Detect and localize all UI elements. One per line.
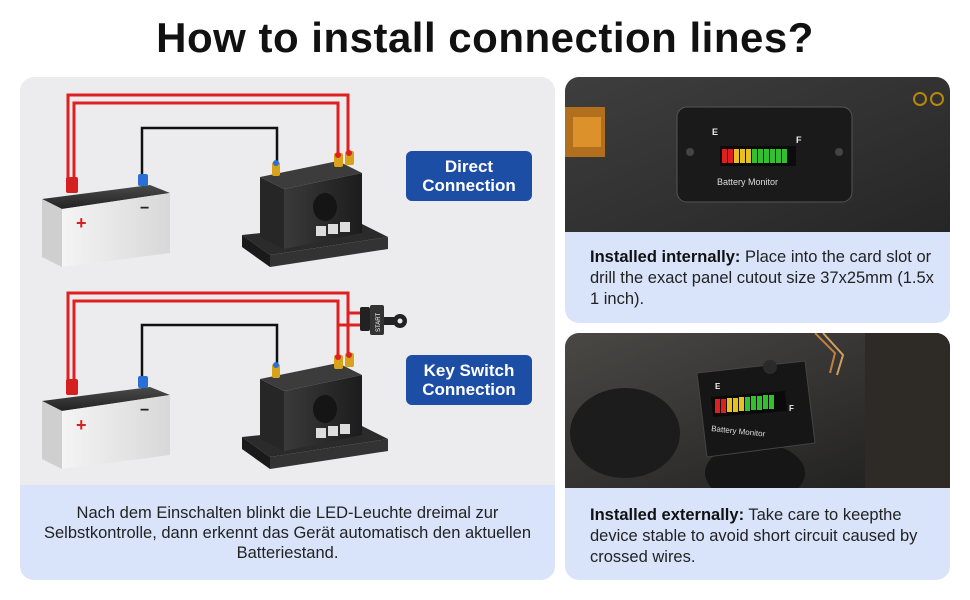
- key-switch-label: START: [376, 313, 382, 332]
- page-title: How to install connection lines?: [156, 14, 814, 61]
- key-switch-connection-line1: Key Switch: [423, 361, 515, 380]
- diagram-caption-text: Nach dem Einschalten blinkt die LED-Leuc…: [43, 503, 532, 562]
- installed-externally-card: E F Battery Monitor Installed externally…: [565, 333, 950, 580]
- battery-icon: + −: [42, 174, 170, 267]
- installed-internally-text: Installed internally: Place into the car…: [590, 247, 935, 310]
- battery-monitor-device-icon-2: [242, 352, 388, 469]
- direct-connection-diagram: + −: [42, 93, 388, 267]
- direct-connection-line2: Connection: [422, 176, 516, 195]
- direct-connection-line1: Direct: [444, 157, 494, 176]
- direct-connection-badge: Direct Connection: [406, 151, 532, 201]
- key-switch-connection-badge: Key Switch Connection: [406, 355, 532, 405]
- battery-plus-label-2: +: [76, 415, 87, 435]
- installed-internally-body: Place into the card slot or drill the ex…: [590, 248, 934, 308]
- external-install-photo: E F Battery Monitor: [565, 333, 950, 488]
- installed-externally-heading: Installed externally:: [590, 506, 745, 524]
- installed-externally-text: Installed externally: Take care to keept…: [590, 505, 935, 568]
- installed-internally-heading: Installed internally:: [590, 248, 741, 266]
- internal-meter-label: Battery Monitor: [717, 177, 778, 187]
- internal-meter-e: E: [712, 127, 718, 137]
- wiring-diagram: + −: [42, 93, 407, 469]
- battery-icon-2: + −: [42, 376, 170, 469]
- battery-minus-label: −: [140, 200, 149, 217]
- installed-internally-card: E F Battery Monitor Installed internally…: [565, 77, 950, 323]
- diagram-caption: Nach dem Einschalten blinkt die LED-Leuc…: [20, 485, 555, 580]
- key-switch-connection-line2: Connection: [422, 380, 516, 399]
- battery-monitor-device-icon: [242, 150, 388, 267]
- internal-install-photo: E F Battery Monitor: [565, 77, 950, 232]
- external-meter-f: F: [789, 404, 794, 413]
- key-switch-connection-diagram: START + −: [42, 291, 407, 469]
- external-meter-e: E: [715, 382, 721, 391]
- battery-plus-label: +: [76, 213, 87, 233]
- internal-meter-f: F: [796, 135, 802, 145]
- installed-externally-body: Take care to keepthe device stable to av…: [590, 506, 918, 566]
- wiring-diagram-panel: + −: [20, 77, 555, 580]
- battery-minus-label-2: −: [140, 402, 149, 419]
- key-switch-icon: START: [360, 305, 407, 335]
